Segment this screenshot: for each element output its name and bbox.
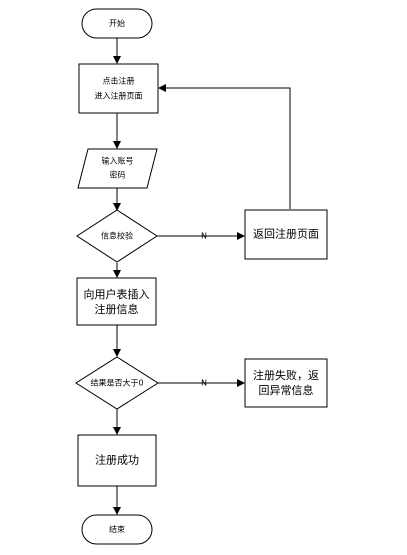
start-node [81,8,153,39]
click-register-line-2: 进入注册页面 [95,91,143,101]
validate-info-label: 信息校验 [101,231,133,241]
result-gt-zero-label: 结果是否大于0 [90,378,143,388]
insert-user-table-node [76,277,157,326]
start-label: 开始 [109,18,125,28]
click-register-node [78,63,159,114]
return-register-page-label: 返回注册页面 [253,227,319,241]
insert-user-table-line-1: 向用户表插入 [84,287,150,301]
input-credentials-line-2: 密码 [110,170,126,180]
edge-label-n1: N [201,232,207,241]
input-credentials-node [77,148,158,189]
register-failed-node [244,358,328,408]
click-register-line-1: 点击注册 [103,76,135,86]
register-failed-line-2: 回异常信息 [259,383,314,397]
end-label: 结束 [109,524,125,534]
register-success-label: 注册成功 [95,453,139,467]
insert-user-table-line-2: 注册信息 [95,302,139,316]
end-node [81,514,153,545]
result-gt-zero-node [75,356,159,410]
validate-info-node [76,209,158,263]
register-success-node [77,434,157,487]
input-credentials-line-1: 输入账号 [102,156,134,166]
edge-return-to-click [158,84,291,209]
register-failed-line-1: 注册失败，返 [253,368,319,382]
return-register-page-node [244,209,328,260]
edge-label-n2: N [201,379,207,388]
